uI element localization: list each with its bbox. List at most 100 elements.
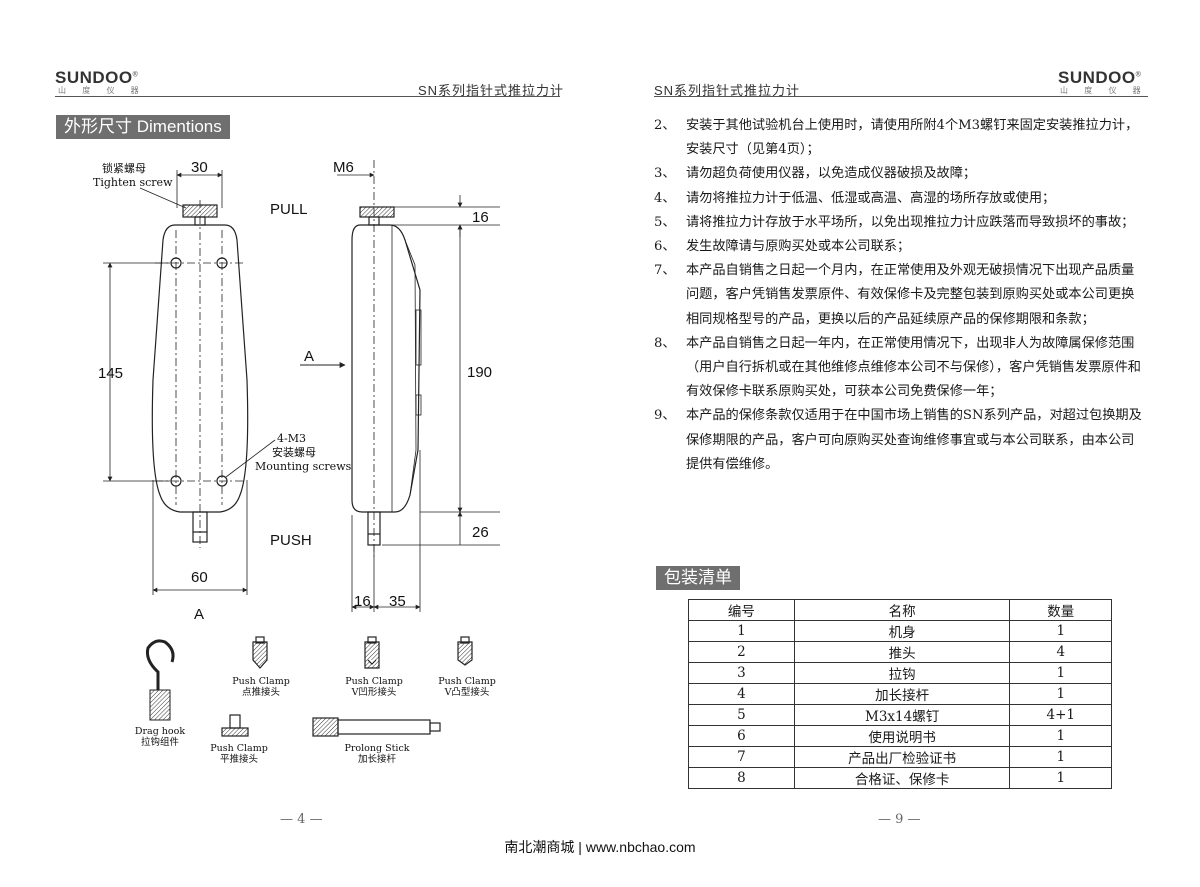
cell: 1 [688, 620, 795, 642]
cell: 5 [688, 704, 795, 726]
col-name: 名称 [793, 599, 1011, 621]
cell: 产品出厂检验证书 [793, 746, 1011, 768]
cell: 使用说明书 [793, 725, 1011, 747]
cell: 合格证、保修卡 [793, 767, 1011, 789]
cell: 推头 [793, 641, 1011, 663]
cell: 1 [1009, 662, 1112, 684]
dim-30: 30 [191, 159, 208, 176]
tighten-label-en: Tighten screw [93, 176, 173, 189]
clamp-vconcave-cn: V凹形接头 [351, 686, 397, 698]
cell: 4 [1009, 641, 1112, 663]
push-clamp-vconcave-icon [364, 641, 380, 669]
dim-16: 16 [472, 209, 489, 226]
col-number: 编号 [688, 599, 795, 621]
side-body-outline [351, 224, 421, 513]
dim-m6: M6 [333, 159, 354, 176]
logo-subtitle-right: 山 度 仪 器 [1060, 86, 1148, 95]
cell: 1 [1009, 767, 1112, 789]
list-item: 9、本产品的保修条款仅适用于在中国市场上销售的SN系列产品，对超过包换期及保修期… [654, 408, 1142, 472]
list-item: 3、请勿超负荷使用仪器，以免造成仪器破损及故障； [654, 166, 977, 182]
header-rule [55, 96, 560, 97]
cell: 2 [688, 641, 795, 663]
cell: 机身 [793, 620, 1011, 642]
list-item: 4、请勿将推拉力计于低温、低湿或高温、高湿的场所存放或使用； [654, 190, 1056, 206]
stick-label-en: Prolong Stick [344, 743, 409, 754]
label-push: PUSH [270, 532, 312, 549]
table-header-row: 编号 名称 数量 [688, 599, 1112, 621]
front-body-outline [151, 224, 249, 513]
clamp-vconvex-cn: V凸型接头 [444, 686, 490, 698]
cell: 6 [688, 725, 795, 747]
cell: 1 [1009, 725, 1112, 747]
cell: 8 [688, 767, 795, 789]
clamp-point-cn: 点推接头 [242, 686, 280, 698]
cell: 1 [1009, 746, 1112, 768]
sundoo-logo-right: SUNDOO® [1058, 68, 1142, 87]
cell: 1 [1009, 620, 1112, 642]
hook-label-en: Drag hook [135, 726, 185, 737]
dimension-drawing: 30 M6 16 145 190 26 60 16 35 PULL PUSH A… [93, 159, 500, 765]
cell: 4+1 [1009, 704, 1112, 726]
dim-26: 26 [472, 524, 489, 541]
list-item: 5、请将推拉力计存放于水平场所，以免出现推拉力计应跌落而导致损坏的事故； [654, 214, 1135, 230]
list-item: 7、本产品自销售之日起一个月内，在正常使用及外观无破损情况下出现产品质量问题，客… [654, 263, 1135, 327]
page-number-left: — 4 — [280, 812, 323, 827]
mount-label-2: 安装螺母 [272, 445, 316, 459]
list-item: 6、发生故障请与原购买处或本公司联系； [654, 239, 911, 255]
prolong-stick-icon [312, 717, 441, 737]
clamp-vconvex-en: Push Clamp [438, 676, 496, 687]
header-title-right: SN系列指针式推拉力计 [654, 83, 801, 98]
cell: 3 [688, 662, 795, 684]
dim-145: 145 [98, 365, 123, 382]
col-quantity: 数量 [1009, 599, 1112, 621]
push-clamp-vconvex-icon [457, 641, 473, 666]
label-pull: PULL [270, 201, 308, 218]
dim-190: 190 [467, 364, 492, 381]
clamp-flat-en: Push Clamp [210, 743, 268, 754]
logo-subtitle: 山 度 仪 器 [58, 86, 146, 95]
push-clamp-point-icon [252, 641, 268, 669]
label-arrow-a: A [304, 348, 314, 365]
stick-label-cn: 加长接杆 [358, 753, 397, 765]
hook-label-cn: 拉钩组件 [141, 736, 180, 748]
section-title-dimensions: 外形尺寸 Dimentions [56, 115, 230, 139]
list-item: 8、本产品自销售之日起一年内，在正常使用情况下，出现非人为故障属保修范围（用户自… [654, 335, 1141, 400]
site-footer-link[interactable]: 南北潮商城 | www.nbchao.com [504, 839, 696, 855]
mount-label-3: Mounting screws [255, 460, 352, 473]
section-title-packing: 包装清单 [656, 566, 740, 590]
drag-hook-icon [146, 639, 175, 690]
label-view-a: A [194, 606, 204, 623]
right-page: SN系列指针式推拉力计 SUNDOO® 山 度 仪 器 包装清单 — 9 — [600, 0, 1200, 887]
cell: 加长接杆 [793, 683, 1011, 705]
clamp-flat-cn: 平推接头 [220, 753, 258, 765]
clamp-point-en: Push Clamp [232, 676, 290, 687]
cell: 4 [688, 683, 795, 705]
dim-16-bottom: 16 [354, 593, 371, 610]
mount-label-1: 4-M3 [277, 432, 306, 445]
push-clamp-flat-icon [221, 727, 249, 737]
list-item: 2、安装于其他试验机台上使用时，请使用所附4个M3螺钉来固定安装推拉力计，安装尺… [654, 118, 1139, 158]
dim-35: 35 [389, 593, 406, 610]
header-title: SN系列指针式推拉力计 [418, 83, 565, 98]
sundoo-logo: SUNDOO® [55, 68, 139, 87]
tighten-label-cn: 锁紧螺母 [102, 161, 146, 175]
cell: 1 [1009, 683, 1112, 705]
cell: M3x14螺钉 [793, 704, 1011, 726]
clamp-vconcave-en: Push Clamp [345, 676, 403, 687]
usage-notes-list: 2、安装于其他试验机台上使用时，请使用所附4个M3螺钉来固定安装推拉力计，安装尺… [654, 114, 1144, 477]
cell: 拉钩 [793, 662, 1011, 684]
page-number-right: — 9 — [878, 812, 921, 827]
left-page: SUNDOO® 山 度 仪 器 SN系列指针式推拉力计 外形尺寸 Dimenti… [55, 68, 565, 827]
cell: 7 [688, 746, 795, 768]
side-screw [359, 206, 395, 218]
dim-60: 60 [191, 569, 208, 586]
